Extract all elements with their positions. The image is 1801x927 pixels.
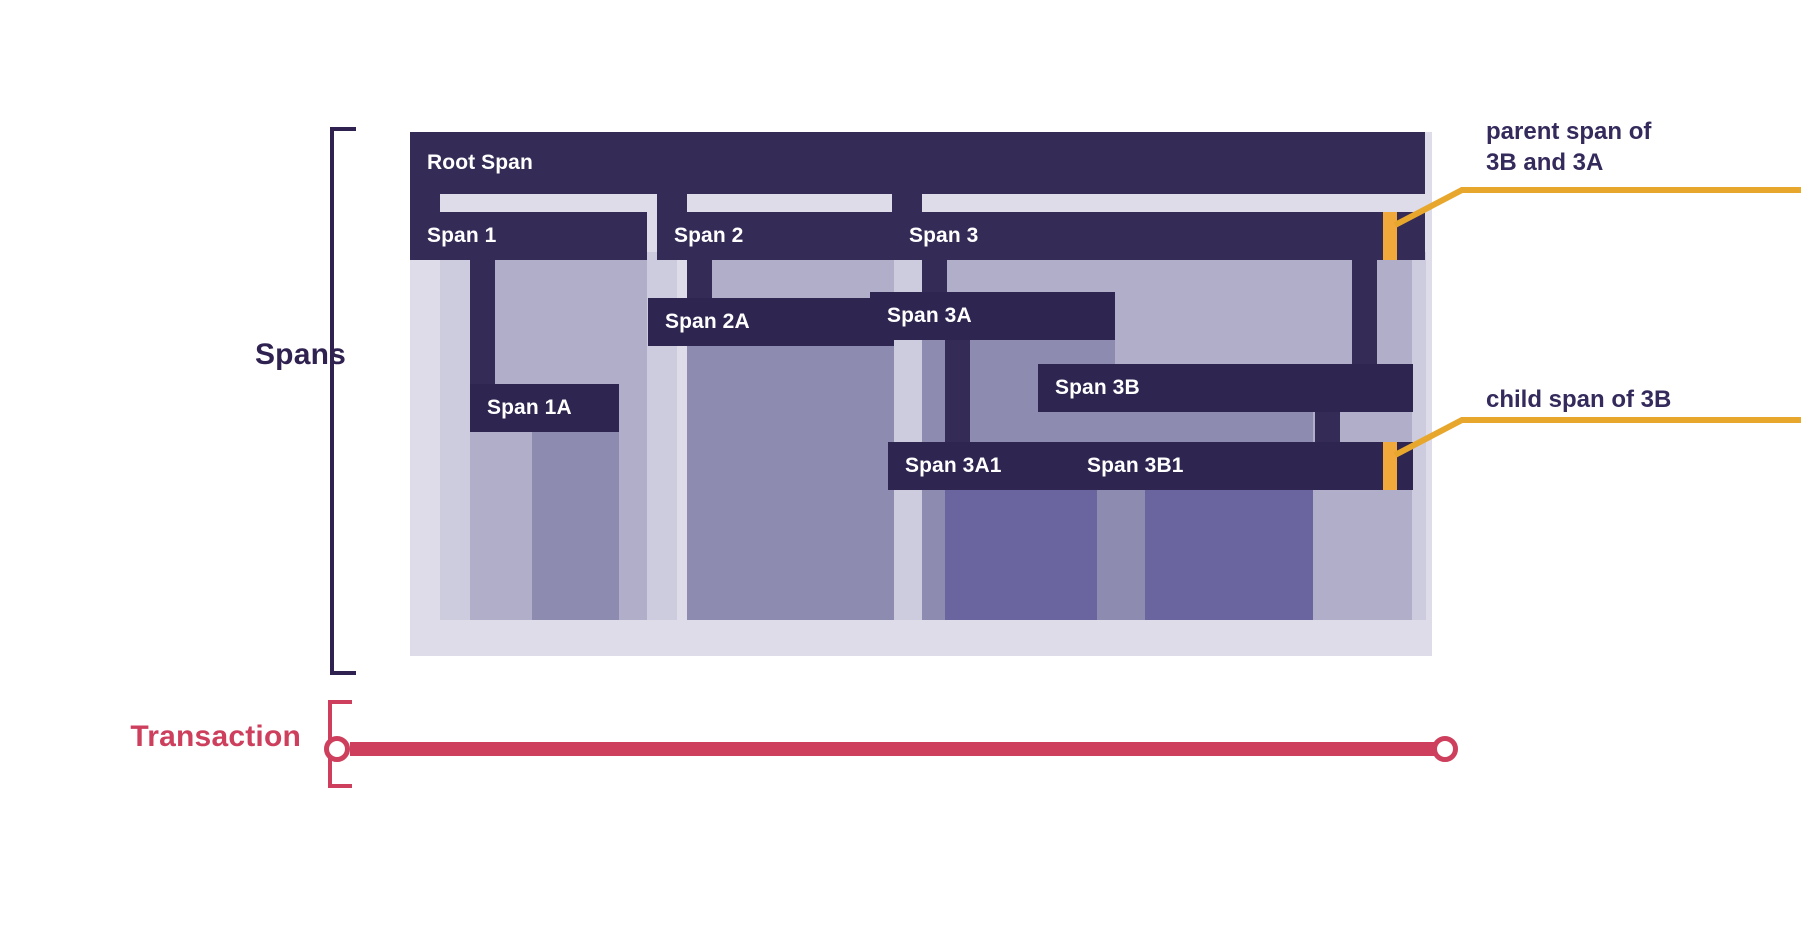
span-bar-2-label: Span 2 bbox=[674, 224, 744, 247]
spans-panel: Root Span Span 1 Span 1A Span 2 Span 2A … bbox=[410, 132, 1432, 656]
span-1a-body bbox=[532, 420, 619, 620]
child-callout-leader-line bbox=[1393, 417, 1801, 458]
span3-to-span3b-stem bbox=[1352, 252, 1377, 384]
span-bar-3b-label: Span 3B bbox=[1055, 376, 1140, 399]
span-bar-3a1[interactable]: Span 3A1 bbox=[888, 442, 1097, 490]
span-bar-3[interactable]: Span 3 bbox=[892, 212, 1425, 260]
span-bar-3-label: Span 3 bbox=[909, 224, 979, 247]
span-bar-1a-label: Span 1A bbox=[487, 396, 572, 419]
transaction-section-label: Transaction bbox=[130, 720, 301, 753]
span-bar-2a[interactable]: Span 2A bbox=[648, 298, 894, 346]
span-bar-1[interactable]: Span 1 bbox=[410, 212, 647, 260]
span-bar-3a1-label: Span 3A1 bbox=[905, 454, 1002, 477]
child-callout-text: child span of 3B bbox=[1486, 385, 1801, 416]
span-3b1-body bbox=[1145, 474, 1313, 620]
span-bar-root[interactable]: Root Span bbox=[410, 132, 1425, 194]
span-bar-1a[interactable]: Span 1A bbox=[470, 384, 619, 432]
transaction-start-endpoint[interactable] bbox=[324, 736, 350, 762]
transaction-bar[interactable] bbox=[350, 742, 1445, 756]
span-bar-3b1-label: Span 3B1 bbox=[1087, 454, 1184, 477]
span-bar-3b1[interactable]: Span 3B1 bbox=[1070, 442, 1413, 490]
span-3a1-body bbox=[945, 474, 1097, 620]
span-2a-body bbox=[687, 332, 894, 620]
span-bar-1-label: Span 1 bbox=[427, 224, 497, 247]
parent-callout-line-1: parent span of bbox=[1486, 118, 1652, 145]
span-bar-2a-label: Span 2A bbox=[665, 310, 750, 333]
parent-callout-text: parent span of 3B and 3A bbox=[1486, 117, 1786, 178]
span-bar-3b[interactable]: Span 3B bbox=[1038, 364, 1413, 412]
parent-callout-line-2: 3B and 3A bbox=[1486, 148, 1604, 176]
highlight-marker-parent-span[interactable] bbox=[1383, 212, 1397, 260]
parent-callout-leader-line bbox=[1393, 187, 1801, 228]
spans-bracket bbox=[330, 127, 356, 675]
span-bar-3a-label: Span 3A bbox=[887, 304, 972, 327]
transaction-end-endpoint[interactable] bbox=[1432, 736, 1458, 762]
highlight-marker-child-span[interactable] bbox=[1383, 442, 1397, 490]
span-bar-root-label: Root Span bbox=[427, 151, 533, 174]
span-bar-2[interactable]: Span 2 bbox=[657, 212, 894, 260]
span-bar-3a[interactable]: Span 3A bbox=[870, 292, 1115, 340]
child-callout-line-1: child span of 3B bbox=[1486, 386, 1672, 413]
